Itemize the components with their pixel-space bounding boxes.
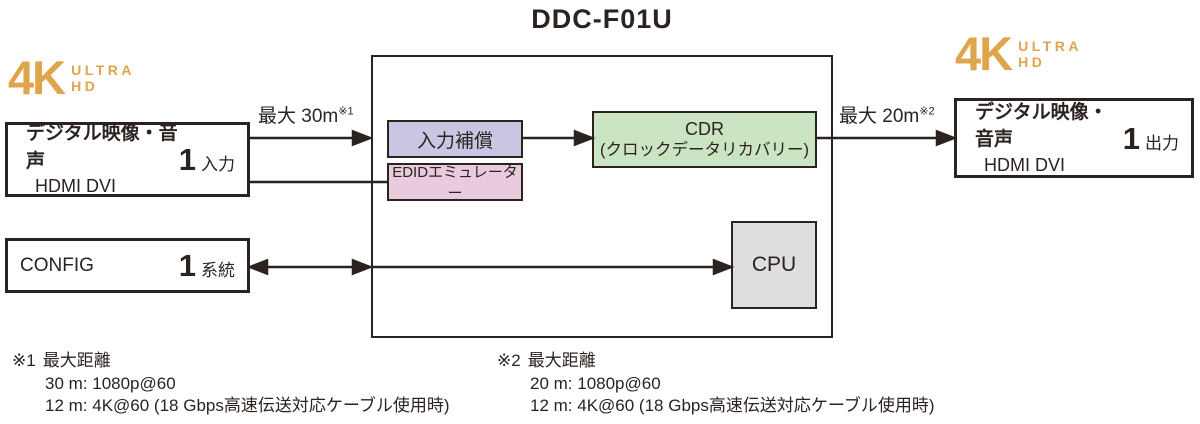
- edid-emulator-block: EDIDエミュレーター: [387, 163, 523, 202]
- input-count: 1 入力: [179, 144, 247, 175]
- 4k-ultra-hd-logo-left: 4K ULTRA HD: [8, 51, 135, 104]
- 4k-logo-text: 4K: [8, 51, 66, 104]
- footnote-1-heading: ※1 最大距離: [12, 350, 450, 373]
- 4k-ultra-hd-logo-right: 4K ULTRA HD: [955, 27, 1082, 80]
- arrowhead-input-to-device: [351, 129, 374, 147]
- hd-label: HD: [71, 78, 99, 95]
- arrowhead-config-left: [246, 258, 269, 276]
- max-distance-output-label: 最大 20m※2: [839, 101, 935, 128]
- config-count: 1 系統: [179, 250, 247, 281]
- max-distance-input-text: 最大 30m: [258, 106, 339, 127]
- output-count-label: 出力: [1145, 133, 1179, 153]
- output-count-number: 1: [1122, 120, 1140, 156]
- max-distance-input-footnote-ref: ※1: [338, 105, 354, 118]
- footnote-1-title: 最大距離: [42, 351, 111, 370]
- footnote-2-title: 最大距離: [527, 351, 596, 370]
- footnote-2-marker: ※2: [497, 351, 521, 370]
- 4k-logo-text: 4K: [955, 27, 1013, 80]
- hd-label: HD: [1018, 54, 1046, 71]
- digital-output-title: デジタル映像・音声: [975, 101, 1108, 151]
- config-count-label: 系統: [201, 261, 235, 280]
- max-distance-output-text: 最大 20m: [839, 106, 920, 127]
- edid-emulator-label: EDIDエミュレーター: [392, 164, 518, 202]
- footnote-1-marker: ※1: [12, 351, 36, 370]
- ultra-label: ULTRA: [1018, 38, 1082, 54]
- max-distance-output-footnote-ref: ※2: [919, 105, 935, 118]
- cdr-label-line2: (クロックデータリカバリー): [600, 140, 809, 159]
- input-compensation-block: 入力補償: [387, 120, 523, 158]
- page-title: DDC-F01U: [531, 4, 673, 34]
- footnote-2-heading: ※2 最大距離: [497, 350, 935, 373]
- arrowhead-config-right: [351, 258, 374, 276]
- config-label: CONFIG: [20, 254, 94, 276]
- arrowhead-cdr-to-output: [935, 129, 958, 147]
- footnote-2-lines: 20 m: 1080p@60 12 m: 4K@60 (18 Gbps高速伝送対…: [530, 373, 935, 418]
- footnote-1-line: 12 m: 4K@60 (18 Gbps高速伝送対応ケーブル使用時): [45, 396, 450, 415]
- output-count: 1 出力: [1123, 123, 1191, 154]
- ultra-label: ULTRA: [71, 62, 135, 78]
- footnote-2: ※2 最大距離 20 m: 1080p@60 12 m: 4K@60 (18 Gb…: [497, 350, 935, 418]
- digital-output-subtitle: HDMI DVI: [984, 154, 1065, 175]
- digital-input-text: デジタル映像・音声 HDMI DVI: [8, 120, 179, 198]
- cdr-block: CDR (クロックデータリカバリー): [592, 111, 817, 168]
- device-frame: [371, 55, 833, 338]
- footnote-1-lines: 30 m: 1080p@60 12 m: 4K@60 (18 Gbps高速伝送対…: [45, 373, 450, 418]
- digital-input-subtitle: HDMI DVI: [35, 176, 116, 197]
- input-count-label: 入力: [201, 155, 235, 174]
- digital-output-box: デジタル映像・音声 HDMI DVI 1 出力: [954, 98, 1194, 178]
- max-distance-input-label: 最大 30m※1: [258, 101, 354, 128]
- footnote-1: ※1 最大距離 30 m: 1080p@60 12 m: 4K@60 (18 Gb…: [12, 350, 450, 418]
- digital-input-box: デジタル映像・音声 HDMI DVI 1 入力: [5, 122, 250, 197]
- config-box: CONFIG 1 系統: [5, 238, 250, 293]
- cpu-label: CPU: [751, 253, 797, 276]
- input-compensation-label: 入力補償: [416, 130, 493, 152]
- cdr-label-line1: CDR: [685, 119, 724, 140]
- digital-input-title: デジタル映像・音声: [26, 123, 178, 172]
- footnote-2-line: 20 m: 1080p@60: [530, 373, 661, 393]
- digital-output-text: デジタル映像・音声 HDMI DVI: [957, 99, 1123, 177]
- input-count-number: 1: [178, 142, 196, 177]
- footnote-1-line: 30 m: 1080p@60: [45, 373, 176, 393]
- cpu-block: CPU: [731, 221, 817, 309]
- footnote-2-line: 12 m: 4K@60 (18 Gbps高速伝送対応ケーブル使用時): [530, 396, 935, 415]
- ultra-hd-stack: ULTRA HD: [71, 62, 135, 96]
- ultra-hd-stack: ULTRA HD: [1018, 38, 1082, 72]
- config-count-number: 1: [178, 248, 196, 283]
